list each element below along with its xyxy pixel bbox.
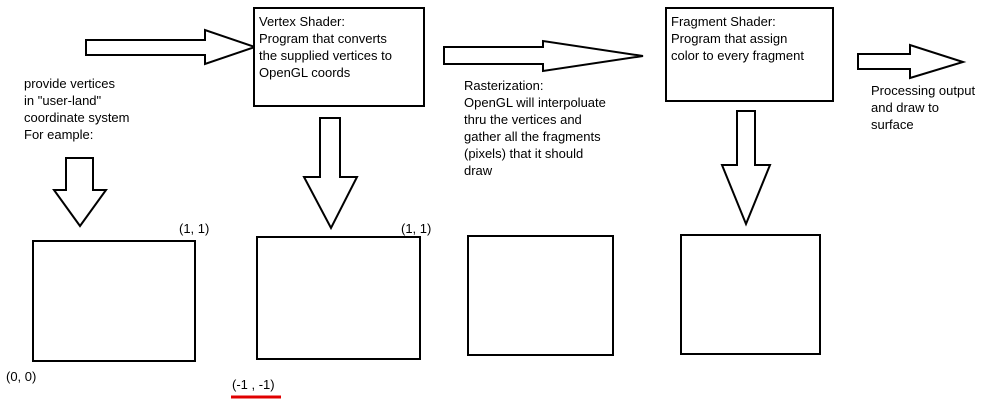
- arrow-right-1: [85, 28, 259, 66]
- opengl-coords-box: [256, 236, 421, 360]
- vertex-shader-text: Vertex Shader: Program that converts the…: [259, 14, 392, 80]
- fragment-shader-text: Fragment Shader: Program that assign col…: [671, 14, 804, 63]
- arrow-right-2: [443, 39, 644, 73]
- input-coords-box: [32, 240, 196, 362]
- fragment-shader-box: Fragment Shader: Program that assign col…: [665, 7, 834, 102]
- output-text: Processing output and draw to surface: [871, 83, 976, 132]
- vertex-corner-bottom: (-1 , -1): [232, 377, 275, 392]
- input-corner-bottom: (0, 0): [6, 369, 37, 384]
- input-corner-top: (1, 1): [179, 221, 210, 236]
- rasterization-box: [467, 235, 614, 356]
- fragment-box: [680, 234, 821, 355]
- arrow-right-3: [857, 43, 967, 80]
- vertex-shader-box: Vertex Shader: Program that converts the…: [253, 7, 425, 107]
- arrow-down-1: [52, 157, 108, 228]
- input-description: provide vertices in "user-land" coordina…: [24, 76, 130, 142]
- arrow-down-2: [302, 117, 359, 231]
- arrow-down-3: [720, 110, 772, 227]
- rasterization-text: Rasterization: OpenGL will interpoluate …: [464, 78, 606, 178]
- vertex-corner-top: (1, 1): [401, 221, 432, 236]
